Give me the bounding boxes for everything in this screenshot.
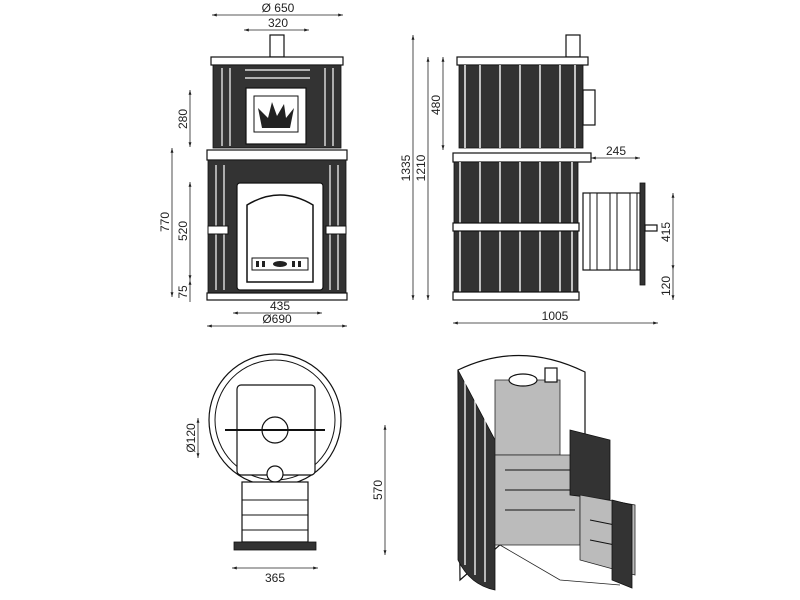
dim-tunnel-offset: 245 xyxy=(606,144,626,158)
tunnel-flange xyxy=(233,541,317,551)
dim-total-depth: 1005 xyxy=(542,309,569,323)
isometric-cutaway-view xyxy=(457,354,636,591)
dim-base-diameter: Ø690 xyxy=(262,312,292,326)
dim-upper-section: 480 xyxy=(429,95,443,115)
flame-icon xyxy=(258,102,294,128)
tunnel-flange xyxy=(639,182,646,286)
dim-door-width: 435 xyxy=(270,299,290,313)
chimney xyxy=(565,34,581,58)
chimney xyxy=(269,34,285,58)
top-plate xyxy=(210,56,344,66)
dim-chimney-width: 320 xyxy=(268,16,288,30)
middle-plate xyxy=(452,152,592,163)
iso-door xyxy=(611,499,633,589)
side-view: 1335 1210 480 245 415 120 1005 xyxy=(399,34,675,325)
top-plate xyxy=(456,56,589,66)
front-view: Ø 650 320 280 770 520 75 435 Ø690 xyxy=(158,1,348,328)
dim-firebox-door: 520 xyxy=(176,221,190,241)
dim-chimney-diameter: Ø120 xyxy=(184,423,198,453)
dim-total-height: 1335 xyxy=(399,154,413,181)
dim-tunnel-height: 415 xyxy=(659,222,673,242)
middle-plate xyxy=(206,149,348,161)
dim-upper-door: 280 xyxy=(176,109,190,129)
tunnel-top xyxy=(241,481,309,543)
dim-tunnel-width: 365 xyxy=(265,571,285,585)
dim-lower-height: 770 xyxy=(158,212,172,232)
dim-top-diameter: Ø 650 xyxy=(262,1,295,15)
dim-base-height: 75 xyxy=(176,285,190,299)
upper-body xyxy=(458,64,584,149)
base-plate xyxy=(206,292,348,301)
dim-body-height: 1210 xyxy=(414,154,428,181)
dim-tunnel-base: 120 xyxy=(659,276,673,296)
dim-depth: 570 xyxy=(371,480,385,500)
top-view: Ø120 570 365 xyxy=(184,353,387,585)
